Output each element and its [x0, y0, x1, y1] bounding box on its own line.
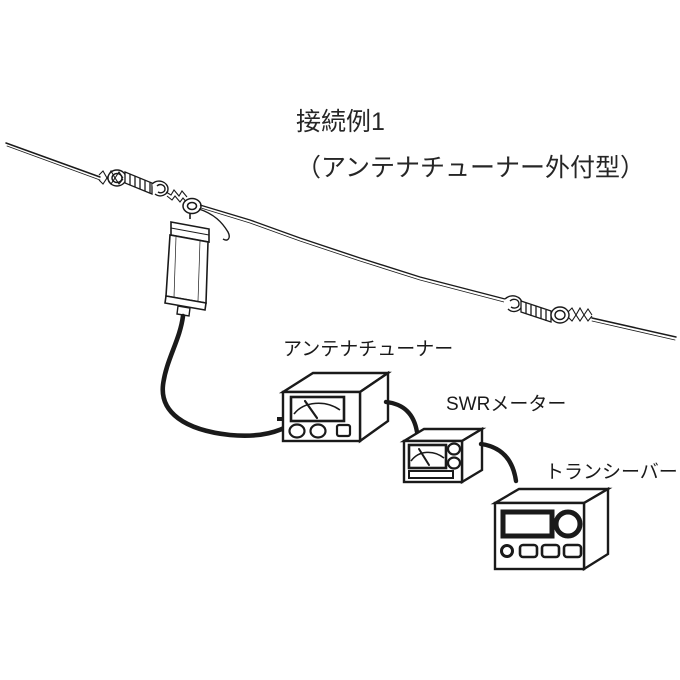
egg-insulator-right: [520, 300, 552, 323]
thimble-ring-right: [550, 306, 570, 324]
transceiver-side-panel: [582, 486, 610, 572]
shackle-middle: [151, 180, 169, 197]
swr-knob-1[interactable]: [446, 442, 462, 456]
transceiver-display: [500, 509, 555, 539]
transceiver-button-2[interactable]: [540, 543, 561, 559]
antenna-tuner: [277, 370, 392, 444]
transceiver-tuning-knob[interactable]: [553, 509, 583, 539]
antenna-wire-right-tail: [591, 317, 677, 341]
swr-knob-2[interactable]: [446, 456, 462, 470]
transceiver-button-1[interactable]: [518, 543, 539, 559]
antenna-wire-right-span: [198, 204, 506, 303]
swr-bottom-strip: [408, 470, 454, 479]
egg-insulator-left: [124, 171, 153, 195]
coax-cable-balun-to-tuner: [160, 313, 295, 438]
antenna-wire-left-span: [5, 142, 101, 181]
transceiver-button-3[interactable]: [562, 543, 583, 559]
balun-top-ring: [182, 197, 202, 215]
coax-cable-swr-to-transceiver: [478, 441, 519, 484]
transceiver-volume-knob[interactable]: [500, 544, 514, 558]
wire-link-center: [165, 189, 189, 205]
antenna-wire-assembly: [5, 142, 677, 341]
tuner-knob-2[interactable]: [309, 423, 327, 439]
title-line-1: 接続例1: [296, 108, 385, 136]
swr-meter-needle: [418, 448, 430, 466]
shackle-right: [504, 295, 523, 313]
swr-meter: [399, 426, 487, 485]
swr-meter-scale: [410, 451, 445, 462]
transceiver: [490, 486, 613, 572]
tuner-knob-1[interactable]: [288, 423, 306, 439]
title-line-2: （アンテナチューナー外付型）: [296, 154, 645, 182]
coax-cable-tuner-to-swr: [383, 399, 420, 435]
label-transceiver: トランシーバー: [545, 462, 678, 483]
label-antenna-tuner: アンテナチューナー: [283, 339, 453, 360]
swr-meter-display: [407, 443, 448, 470]
wire-twist-right: [567, 306, 593, 322]
tuner-meter-scale: [293, 402, 341, 415]
tuner-button[interactable]: [335, 423, 352, 438]
tuner-meter-needle: [303, 399, 319, 420]
balun: [164, 213, 210, 317]
label-swr-meter: SWRメーター: [446, 393, 566, 415]
